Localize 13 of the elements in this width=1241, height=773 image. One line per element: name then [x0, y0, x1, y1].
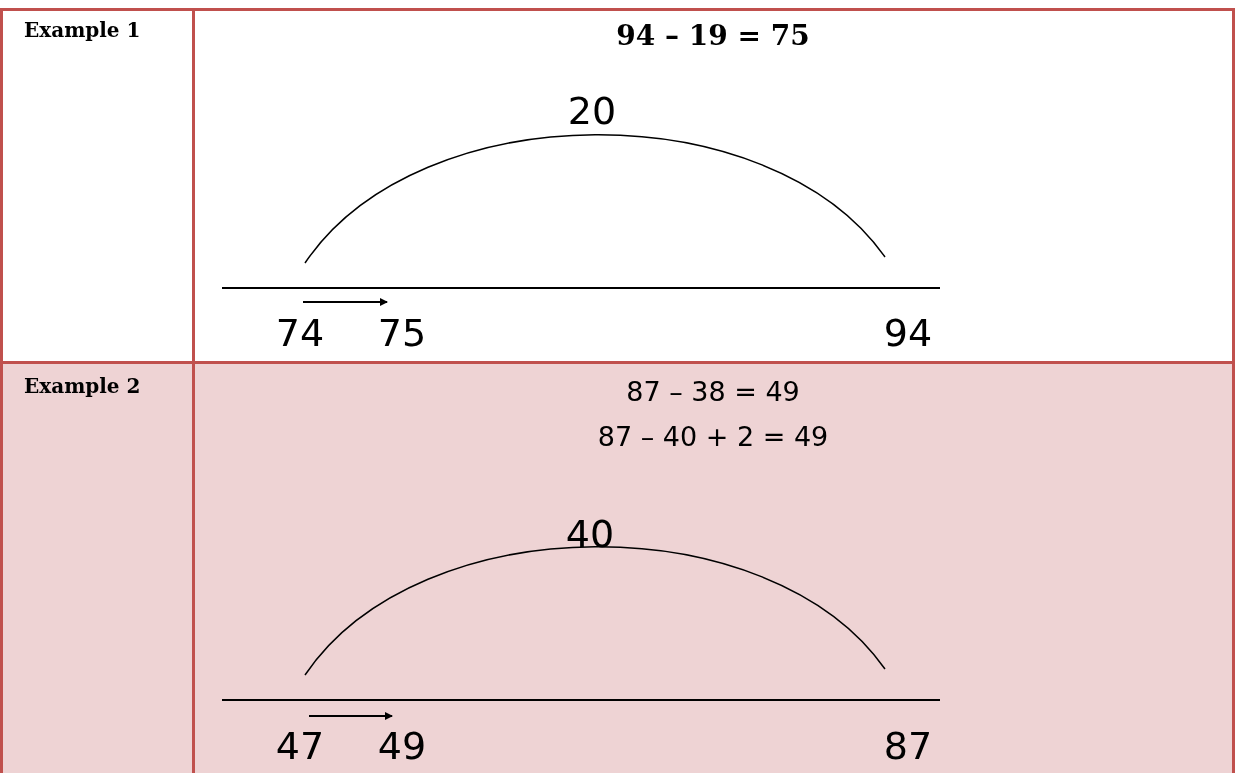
equation: 87 – 40 + 2 = 49 [597, 423, 829, 450]
number-label: 87 [883, 727, 933, 765]
number-label: 94 [883, 314, 933, 352]
number-label: 74 [275, 314, 325, 352]
number-label: 49 [377, 727, 427, 765]
equation: 87 – 38 = 49 [626, 378, 800, 405]
number-label: 20 [567, 92, 617, 130]
number-label: 40 [565, 515, 615, 553]
row-heading: Example 2 [24, 376, 141, 396]
row-heading: Example 1 [24, 20, 141, 40]
number-label: 75 [377, 314, 427, 352]
equation: 94 – 19 = 75 [616, 22, 810, 50]
number-label: 47 [275, 727, 325, 765]
